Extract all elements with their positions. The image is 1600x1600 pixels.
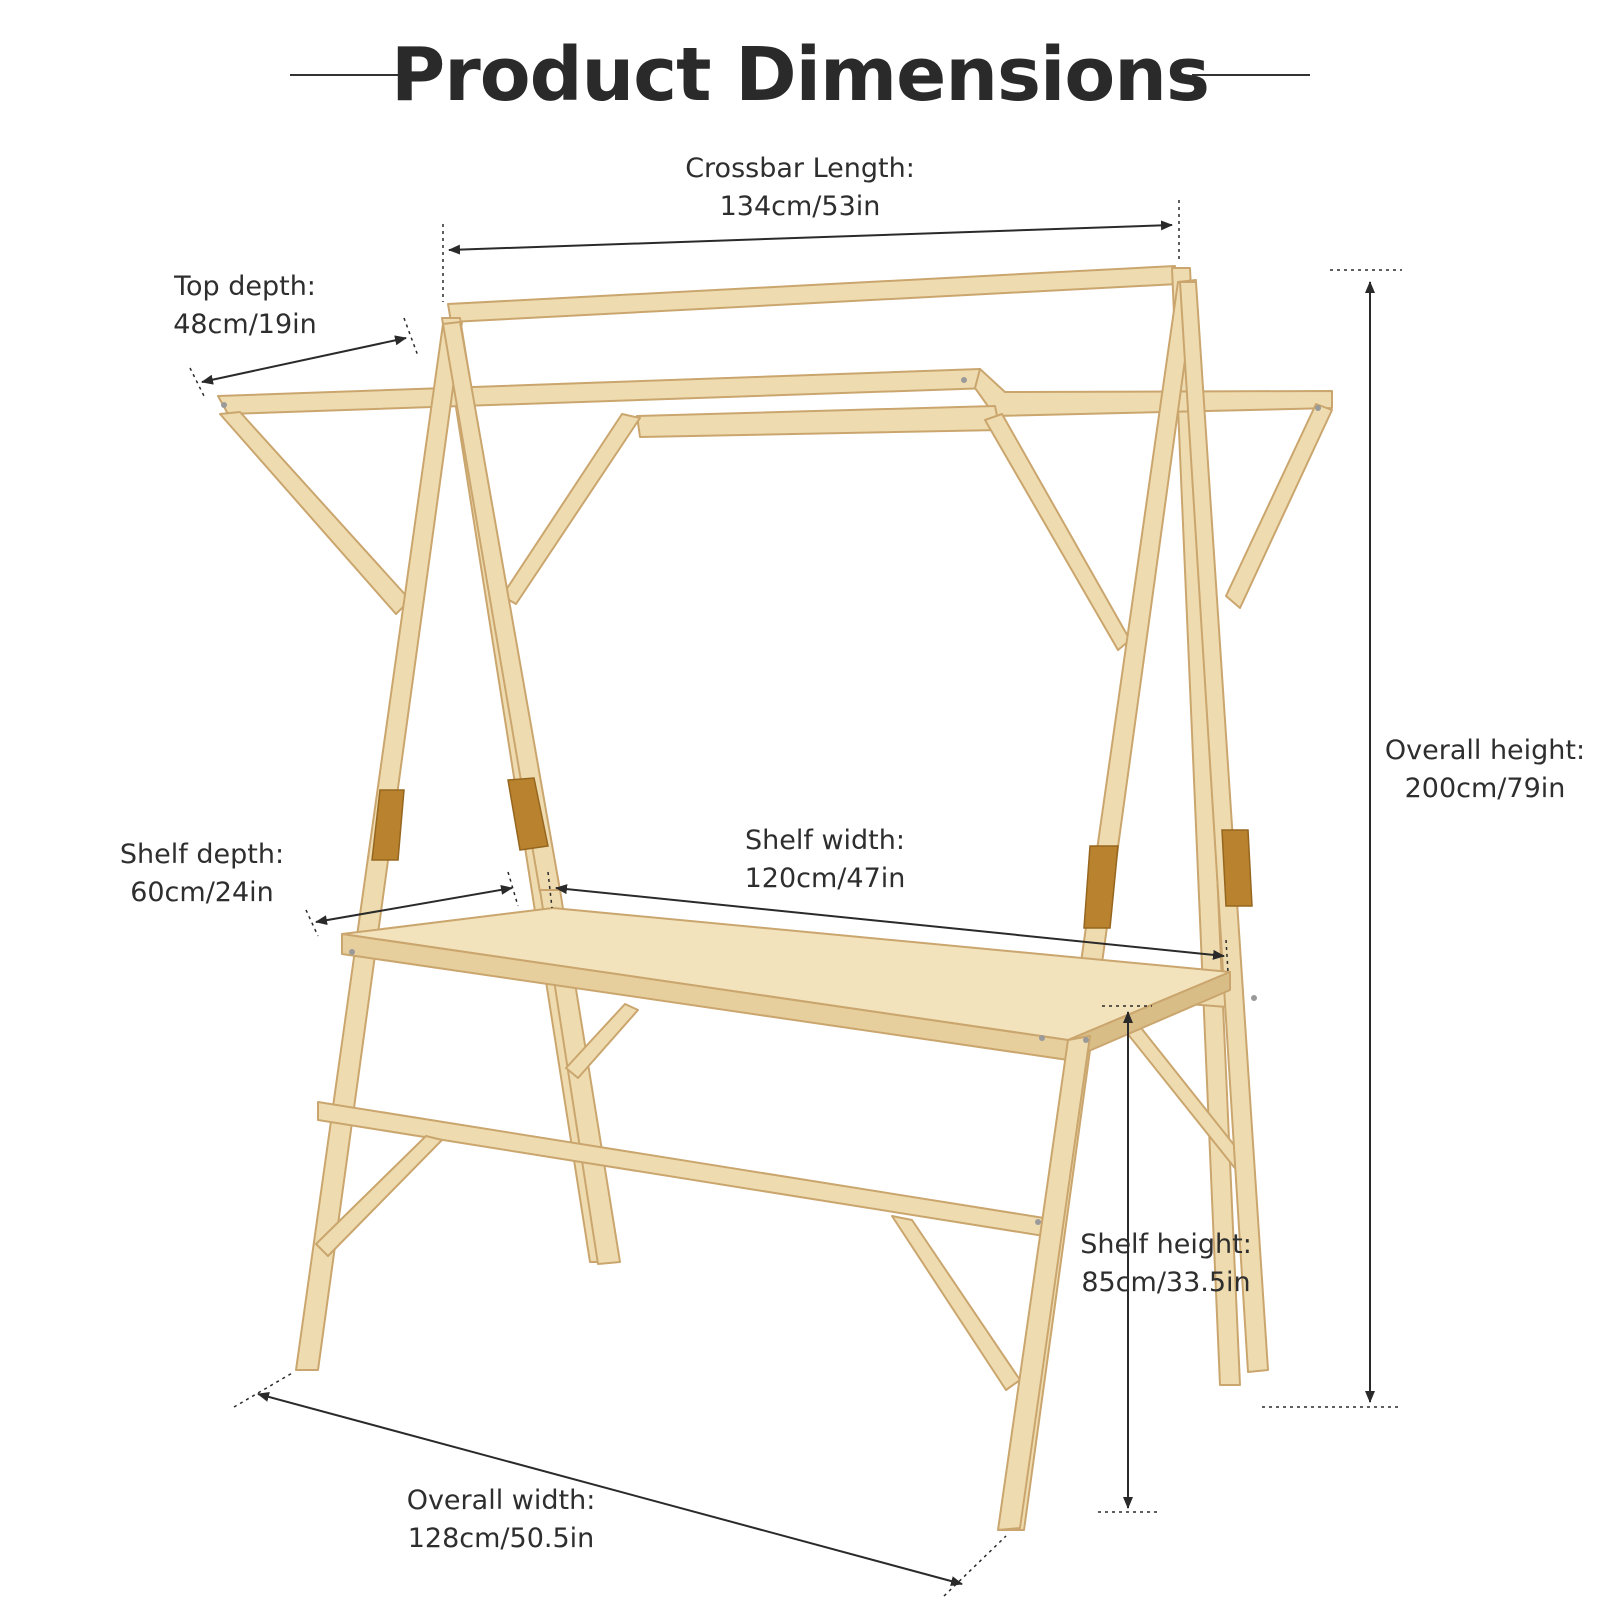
- lower-right-brace: [891, 1215, 1021, 1391]
- rear-right-leg-a: [1171, 267, 1241, 1386]
- top-depth-ext-left: [189, 367, 206, 399]
- overall-width-ext-right: [943, 1535, 1007, 1597]
- shelf-width-ext-right: [1225, 939, 1229, 973]
- top-depth-label-name: Top depth:: [174, 271, 316, 302]
- overall-width-dimension-line: [257, 1392, 963, 1586]
- overall-height-label: Overall height: 200cm/79in: [1380, 732, 1590, 808]
- shelf-depth-ext-right: [507, 871, 519, 907]
- screw: [1251, 995, 1257, 1001]
- top-depth-label: Top depth: 48cm/19in: [120, 268, 370, 344]
- overall-width-label: Overall width: 128cm/50.5in: [376, 1482, 626, 1558]
- shelf-width-label: Shelf width: 120cm/47in: [700, 822, 950, 898]
- front-right-leg-lower: [997, 1035, 1091, 1531]
- right-v-brace-outer: [1225, 403, 1333, 609]
- under-shelf-brace-left: [565, 1003, 639, 1079]
- shelf-depth-ext-left: [305, 909, 319, 937]
- top-depth-ext-right: [403, 317, 419, 357]
- shelf-width-label-value: 120cm/47in: [744, 863, 906, 894]
- overall-width-label-name: Overall width:: [406, 1485, 596, 1516]
- crossbar-label-name: Crossbar Length:: [685, 153, 915, 184]
- overall-width-label-value: 128cm/50.5in: [407, 1523, 595, 1554]
- front-left-leg-inner: [442, 321, 561, 893]
- lower-left-brace: [315, 1135, 443, 1257]
- screw: [961, 377, 967, 383]
- strap-3: [1083, 845, 1119, 929]
- overall-width-ext-left: [233, 1371, 295, 1408]
- shelf-depth-dimension-line: [315, 884, 513, 926]
- screw: [1035, 1219, 1041, 1225]
- title-block: Product Dimensions: [0, 30, 1600, 120]
- title-rule-left: [290, 74, 408, 76]
- strap-4: [1221, 829, 1253, 907]
- right-hanging-arm: [974, 368, 1333, 417]
- strap-1: [371, 789, 405, 861]
- page-title: Product Dimensions: [391, 32, 1210, 118]
- crossbar-label-value: 134cm/53in: [719, 191, 881, 222]
- shelf-depth-label-value: 60cm/24in: [130, 877, 274, 908]
- shelf-width-label-name: Shelf width:: [745, 825, 905, 856]
- screw: [1315, 405, 1321, 411]
- top-depth-label-value: 48cm/19in: [173, 309, 317, 340]
- screws: [221, 377, 1321, 1225]
- overall-height-label-value: 200cm/79in: [1404, 773, 1566, 804]
- screw: [1083, 1037, 1089, 1043]
- shelf-width-ext-left: [547, 871, 553, 909]
- left-v-brace-outer: [219, 411, 411, 615]
- right-v-brace-inner: [984, 413, 1131, 651]
- front-hanging-arm: [217, 368, 991, 415]
- front-right-leg-inner: [1179, 281, 1269, 1373]
- shelf-depth-label: Shelf depth: 60cm/24in: [90, 836, 314, 912]
- screw: [1039, 1035, 1045, 1041]
- strap-2: [507, 777, 549, 851]
- screw: [221, 402, 227, 408]
- crossbar-label: Crossbar Length: 134cm/53in: [640, 150, 960, 226]
- top-crossbar: [447, 265, 1179, 323]
- shelf-height-label-name: Shelf height:: [1080, 1229, 1252, 1260]
- center-hanging-bar: [636, 405, 1001, 438]
- shelf-height-label-value: 85cm/33.5in: [1081, 1267, 1251, 1298]
- overall-height-label-name: Overall height:: [1384, 735, 1586, 766]
- shelf-height-label: Shelf height: 85cm/33.5in: [1066, 1226, 1266, 1302]
- crossbar-dimension-line: [448, 220, 1173, 255]
- left-v-brace-inner: [501, 413, 641, 605]
- screw: [349, 949, 355, 955]
- rack-frame: [217, 265, 1333, 1531]
- shelf-width-dimension-line: [555, 884, 1225, 960]
- title-rule-right: [1192, 74, 1310, 76]
- shelf-depth-label-name: Shelf depth:: [119, 839, 285, 870]
- lower-front-bar: [317, 1101, 1045, 1237]
- top-depth-dimension-line: [201, 335, 407, 385]
- dimension-lines: [189, 200, 1402, 1597]
